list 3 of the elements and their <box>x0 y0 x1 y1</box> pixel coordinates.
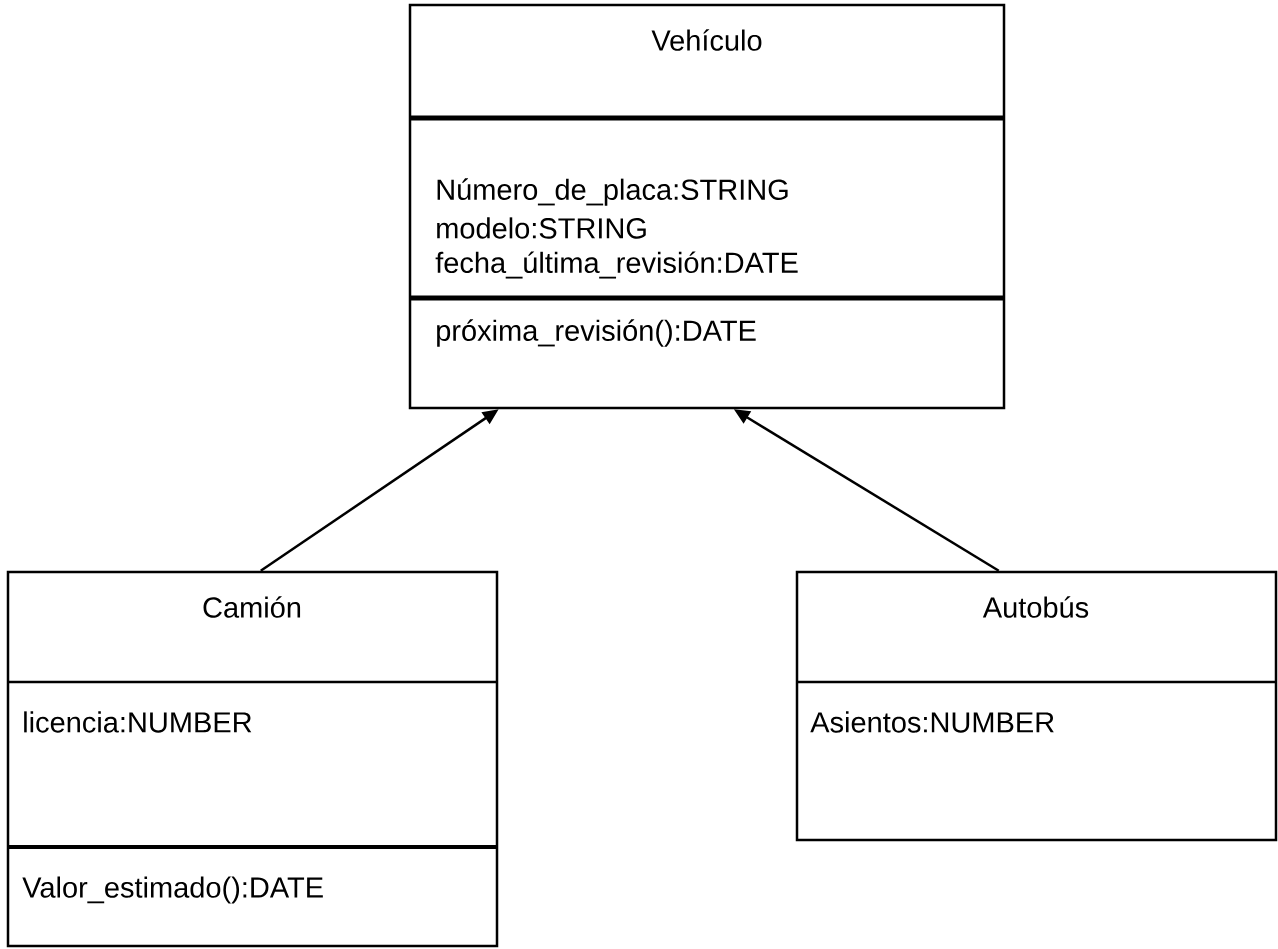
class-box: Camión licencia:NUMBER Valor_estimado():DATE <box>6 570 499 948</box>
class-box: Vehículo Número_de_placa:STRING modelo:STRING fecha_última_revisión:DATE próxima_revisión():DATE <box>408 3 1006 410</box>
class-box: Autobús Asientos:NUMBER <box>795 570 1278 842</box>
